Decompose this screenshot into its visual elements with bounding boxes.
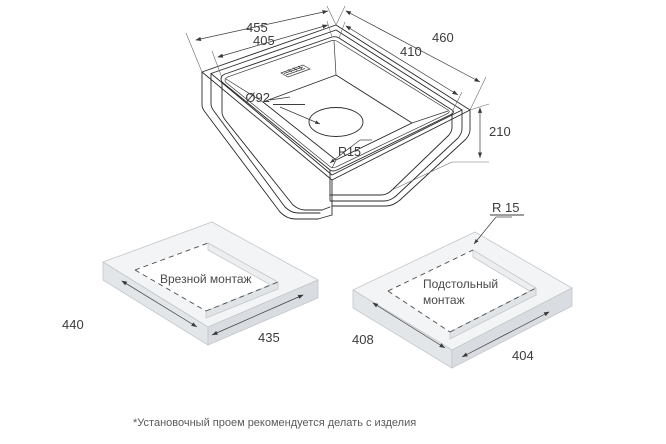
undermount-radius-label: R 15 — [492, 200, 519, 215]
dimension-440 — [121, 280, 198, 328]
dimension-405-label: 405 — [253, 33, 275, 48]
drop-in-mount-label: Врезной монтаж — [160, 272, 252, 286]
dimension-404-label: 404 — [512, 348, 534, 363]
dimension-210 — [391, 103, 490, 191]
sink-isometric-view: Ø92 R15 455 405 — [185, 5, 511, 220]
cutout-hidden-edge-a-left — [134, 242, 209, 271]
undermount-radius-leader — [473, 216, 512, 245]
undermount-view: Подстольный монтаж R 15 408 404 — [352, 200, 573, 369]
cutout-hidden-edge-a-right — [387, 249, 474, 292]
corner-radius-leader — [329, 139, 372, 164]
drop-in-mount-view: Врезной монтаж 440 435 — [62, 221, 319, 346]
dimension-408 — [372, 302, 446, 349]
cutout-hidden-edge-c-right — [449, 287, 537, 333]
sink-bowl-interior — [225, 40, 449, 169]
drain-diameter-leader — [269, 96, 321, 125]
dimension-404 — [461, 311, 550, 358]
cutout-opening-left — [135, 243, 278, 311]
dimension-210-label: 210 — [489, 124, 511, 139]
sink-body-exterior — [201, 71, 471, 220]
undermount-label-line2: монтаж — [423, 293, 465, 307]
dimension-435-label: 435 — [258, 330, 280, 345]
drain-diameter-label: Ø92 — [245, 90, 270, 105]
dimension-440-label: 440 — [62, 317, 84, 332]
footnote-text: *Установочный проем рекомендуется делать… — [133, 417, 416, 429]
dimension-460-label: 460 — [432, 30, 454, 45]
overflow-slot — [280, 64, 311, 78]
corner-radius-label: R15 — [338, 145, 361, 159]
dimension-408-label: 408 — [352, 332, 374, 347]
drain-hole — [308, 107, 364, 137]
dimension-405 — [211, 20, 333, 79]
sink-rim-outline — [201, 24, 471, 181]
dimension-410-label: 410 — [400, 44, 422, 59]
dimension-435 — [211, 294, 304, 336]
undermount-label-line1: Подстольный — [423, 277, 498, 291]
dimension-410 — [338, 21, 463, 113]
